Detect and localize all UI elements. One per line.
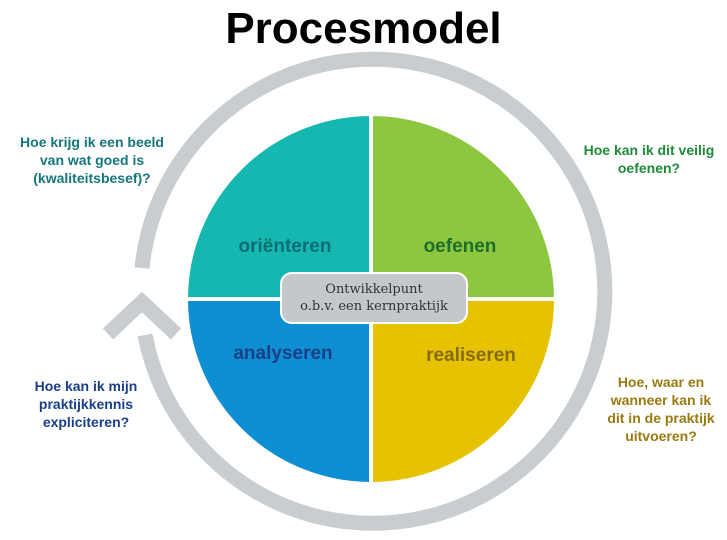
question-line: Hoe kan ik dit veilig: [583, 142, 715, 158]
question-line: Hoe krijg ik een beeld: [20, 134, 164, 150]
quadrant-oefenen: [369, 111, 559, 301]
question-line: Hoe kan ik mijn: [34, 378, 138, 394]
question-line: (kwaliteitsbesef)?: [33, 170, 151, 186]
quadrant-analyseren: [183, 297, 373, 487]
diagram-title: Procesmodel: [225, 4, 502, 53]
quadrant-orienteren: [183, 111, 373, 301]
question-line: praktijkkennis: [38, 396, 134, 412]
question-line: wanneer kan ik: [610, 392, 712, 408]
quadrant-realiseren: [369, 297, 559, 487]
question-bottom-left: Hoe kan ik mijn praktijkkennis explicite…: [16, 377, 156, 431]
label-orienteren: oriënteren: [239, 236, 332, 257]
cycle-ring: [134, 51, 613, 531]
center-line-1: Ontwikkelpunt: [325, 282, 423, 297]
center-line-2: o.b.v. een kernpraktijk: [300, 299, 448, 314]
question-top-right: Hoe kan ik dit veilig oefenen?: [574, 141, 724, 177]
question-line: expliciteren?: [42, 414, 130, 430]
question-bottom-right: Hoe, waar en wanneer kan ik dit in de pr…: [598, 373, 724, 445]
question-line: dit in de praktijk: [607, 410, 715, 426]
question-top-left: Hoe krijg ik een beeld van wat goed is (…: [4, 133, 180, 187]
label-oefenen: oefenen: [424, 236, 497, 257]
question-line: Hoe, waar en: [617, 374, 705, 390]
question-line: uitvoeren?: [625, 428, 697, 444]
question-line: oefenen?: [617, 160, 681, 176]
label-realiseren: realiseren: [426, 345, 516, 366]
label-analyseren: analyseren: [233, 343, 332, 364]
center-focus-box: Ontwikkelpunt o.b.v. een kernpraktijk: [280, 272, 468, 324]
cycle-arrow-head: [102, 291, 182, 340]
question-line: van wat goed is: [39, 152, 145, 168]
